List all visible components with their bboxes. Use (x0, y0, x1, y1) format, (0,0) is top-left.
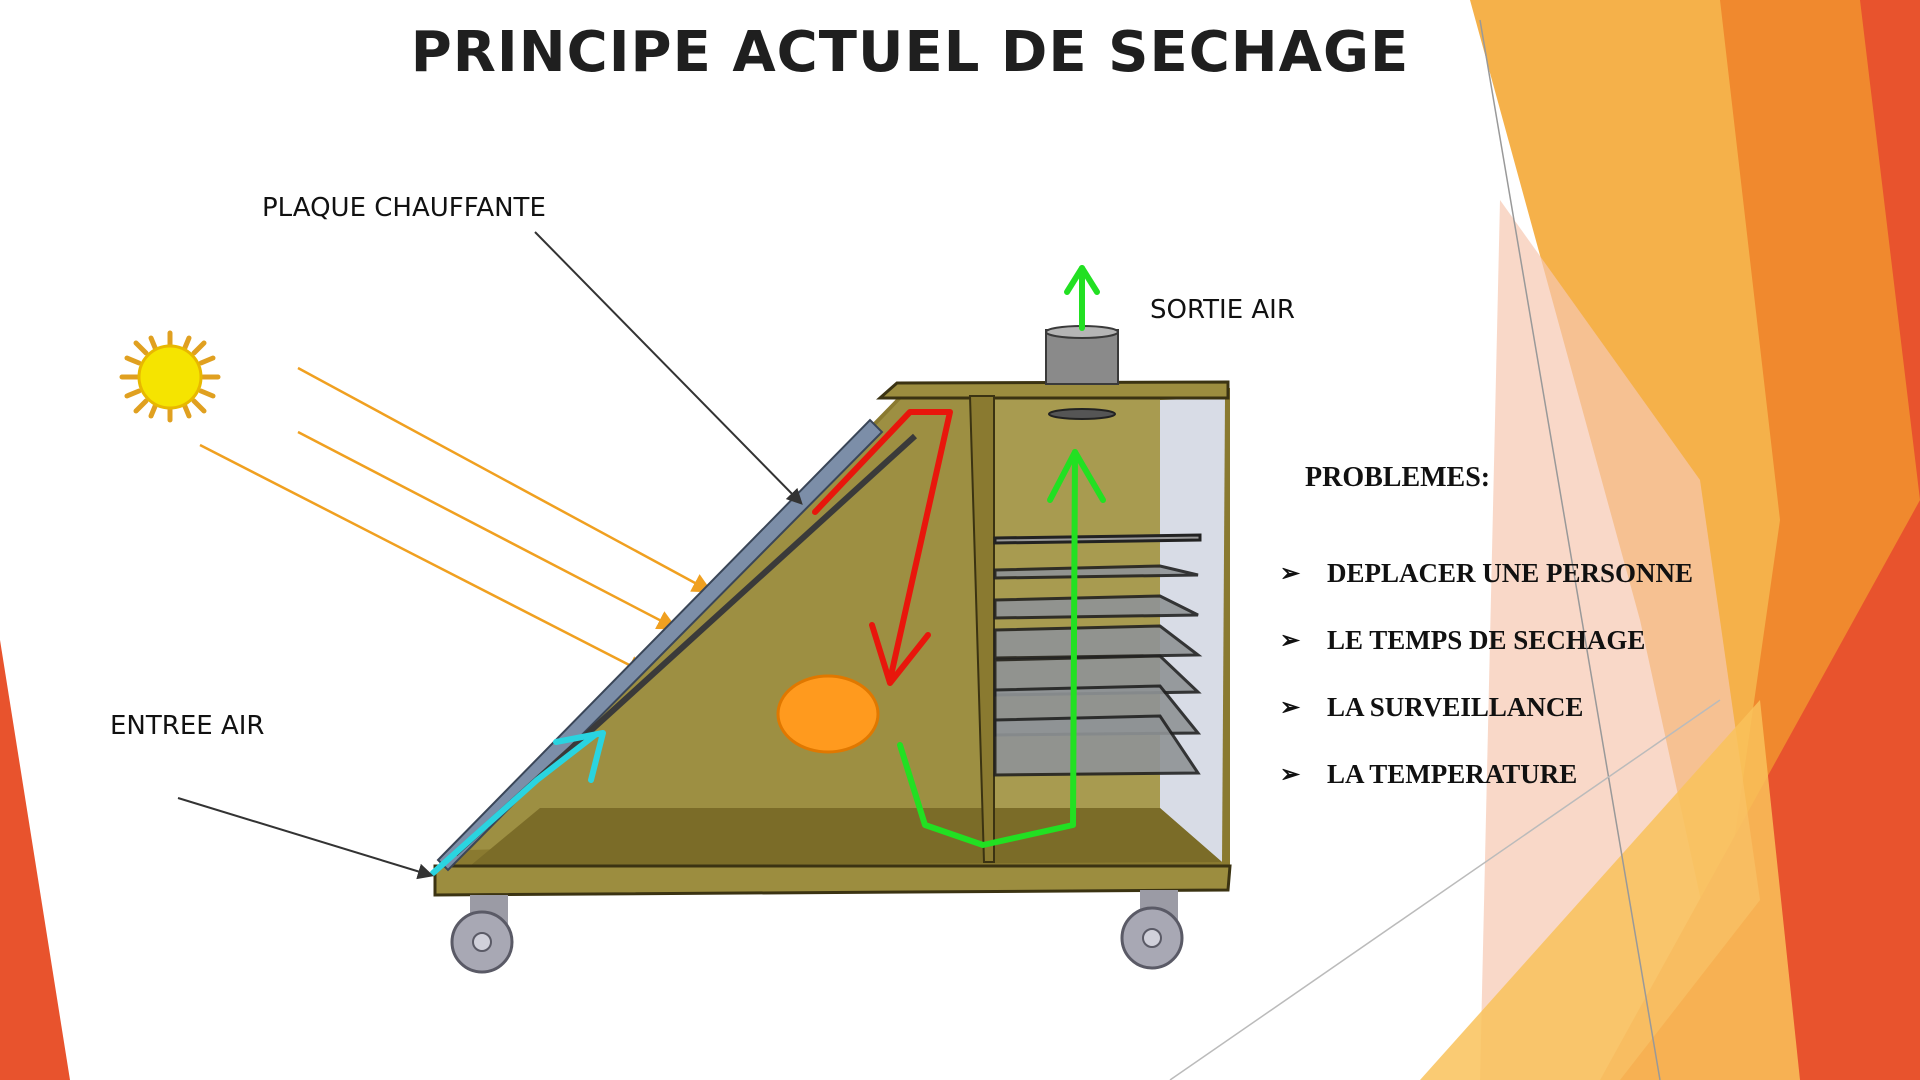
thin-line-2 (1169, 699, 1721, 1080)
problem-item: ➢ LE TEMPS DE SECHAGE (1280, 607, 1693, 674)
problem-item: ➢ DEPLACER UNE PERSONNE (1280, 540, 1693, 607)
problem-item: ➢ LA TEMPERATURE (1280, 741, 1693, 808)
problem-text: DEPLACER UNE PERSONNE (1327, 558, 1694, 588)
floor-inner (470, 808, 1222, 866)
problems-heading: PROBLEMES: (1305, 462, 1491, 493)
base-board (433, 864, 1232, 897)
exhaust-air-arrowhead (1047, 449, 1106, 503)
sun-icon (119, 330, 221, 423)
light-ray-3 (199, 443, 648, 675)
outlet-air-arrowhead (1064, 265, 1100, 295)
wheel-left (450, 895, 514, 974)
divider-wall (968, 395, 995, 863)
hot-air-arrowhead (869, 622, 931, 686)
label-air-inlet: ENTREE AIR (110, 711, 265, 741)
wheel-right (1120, 890, 1184, 970)
problem-item: ➢ LA SURVEILLANCE (1280, 674, 1693, 741)
exhaust-air-arrow (897, 449, 1078, 848)
dryer-body (433, 325, 1232, 897)
plate-pointer-line (534, 231, 803, 505)
problem-text: LA SURVEILLANCE (1327, 692, 1584, 722)
light-ray-1 (297, 366, 713, 593)
right-red-shape (1600, 0, 1920, 1080)
cold-air-arrowhead (553, 730, 606, 783)
vent-hole (1048, 408, 1116, 420)
bullet-arrow-icon: ➢ (1280, 762, 1301, 788)
problem-text: LA TEMPERATURE (1327, 759, 1578, 789)
thin-line-1 (1479, 19, 1661, 1080)
chamber-right-side (1160, 398, 1225, 862)
heating-plate (436, 418, 884, 872)
heat-source (776, 674, 880, 754)
slide-title: PRINCIPE ACTUEL DE SECHAGE (410, 20, 1410, 85)
right-yellow-shape (1420, 700, 1800, 1080)
cold-air-arrow (430, 732, 598, 876)
drying-shelves (993, 533, 1203, 777)
hot-air-arrow (812, 409, 953, 683)
inlet-pointer-line (177, 797, 434, 880)
problem-text: LE TEMPS DE SECHAGE (1327, 625, 1646, 655)
bullet-arrow-icon: ➢ (1280, 628, 1301, 654)
label-heating-plate: PLAQUE CHAUFFANTE (262, 193, 546, 223)
bullet-arrow-icon: ➢ (1280, 695, 1301, 721)
bullet-arrow-icon: ➢ (1280, 561, 1301, 587)
label-air-outlet: SORTIE AIR (1150, 295, 1295, 325)
light-ray-2 (297, 430, 678, 630)
problems-list: ➢ DEPLACER UNE PERSONNE ➢ LE TEMPS DE SECH… (1280, 540, 1693, 808)
left-red-triangle (0, 640, 70, 1080)
